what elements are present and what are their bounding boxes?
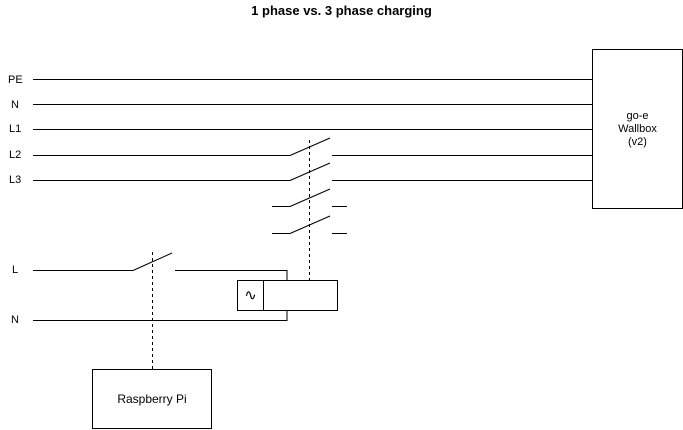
raspberry-pi-label: Raspberry Pi xyxy=(117,391,187,406)
relay-switch xyxy=(132,252,173,271)
coil-symbol-icon: ∿ xyxy=(244,287,257,304)
label-l: L xyxy=(12,264,19,276)
label-n-lower: N xyxy=(11,314,19,326)
wallbox-label-line1: go-e xyxy=(626,109,649,122)
wallbox-label: go-e Wallbox (v2) xyxy=(593,50,682,208)
diagram-title: 1 phase vs. 3 phase charging xyxy=(251,3,432,18)
label-pe: PE xyxy=(8,74,23,86)
label-n: N xyxy=(11,99,19,111)
aux-switch-1 xyxy=(289,188,331,207)
contactor-coil-box xyxy=(237,280,338,311)
label-l3: L3 xyxy=(9,174,22,186)
wallbox-label-line2: Wallbox xyxy=(618,122,657,135)
wallbox-label-line3: (v2) xyxy=(628,135,647,148)
label-l1: L1 xyxy=(9,123,22,135)
raspberry-pi-box xyxy=(92,369,212,429)
label-l2: L2 xyxy=(9,149,22,161)
